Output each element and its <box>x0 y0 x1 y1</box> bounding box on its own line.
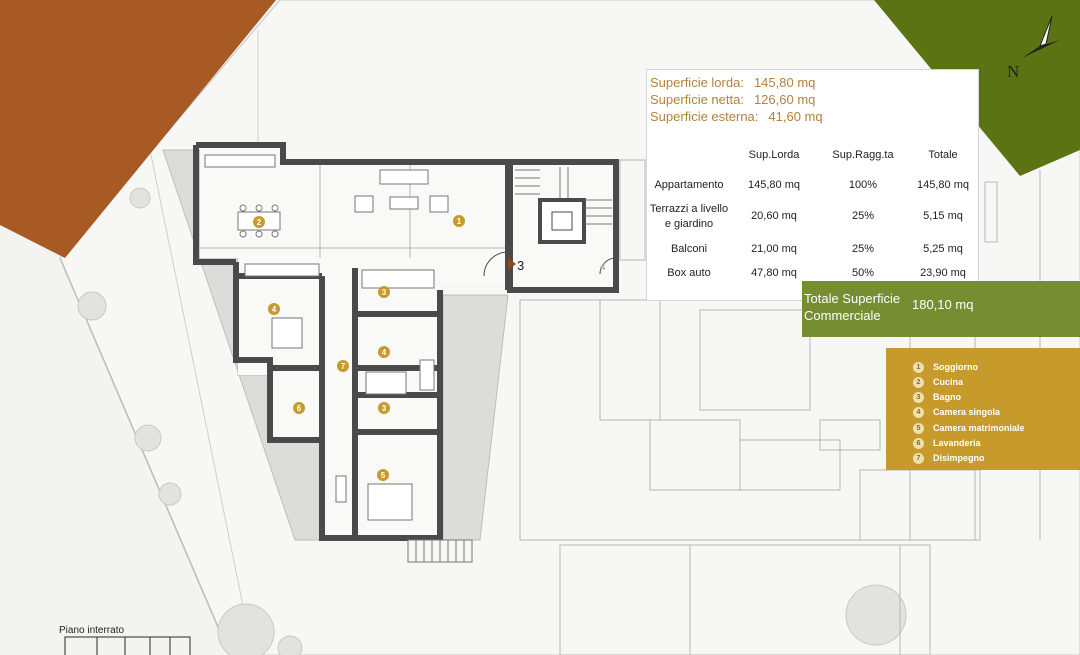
summary-line-external: Superficie esterna:41,60 mq <box>650 109 823 124</box>
row-totale: 5,25 mq <box>923 243 963 255</box>
furniture <box>204 154 449 521</box>
room-marker-number: 6 <box>297 404 302 413</box>
summary-line-gross: Superficie lorda:145,80 mq <box>650 75 816 90</box>
row-lorda: 145,80 mq <box>748 179 800 191</box>
row-totale: 5,15 mq <box>923 210 963 222</box>
header-lorda: Sup.Lorda <box>748 149 800 161</box>
header-totale: Totale <box>928 149 958 161</box>
entry-steps <box>407 539 473 563</box>
room-markers: 1 2 3 3 4 4 5 6 7 <box>253 215 465 481</box>
compass-letter: N <box>1007 62 1020 81</box>
total-commercial-surface: Totale Superficie Commerciale 180,10 mq <box>802 281 1080 337</box>
room-marker <box>378 346 390 358</box>
row-ragg: 25% <box>851 210 875 222</box>
tree-icon <box>129 187 151 209</box>
basement-thumbnail <box>64 636 191 655</box>
row-totale: 145,80 mq <box>917 179 969 191</box>
tree-icon <box>845 584 907 646</box>
stair-core <box>483 159 619 293</box>
summary-line-net: Superficie netta:126,60 mq <box>650 92 816 107</box>
row-ragg: 50% <box>851 267 875 279</box>
room-marker <box>253 216 265 228</box>
room-marker <box>378 286 390 298</box>
room-marker-number: 4 <box>272 305 277 314</box>
stair-label-4: 4 <box>600 262 606 273</box>
row-lorda: 47,80 mq <box>751 267 797 279</box>
header-ragg: Sup.Ragg.ta <box>832 149 894 161</box>
room-marker-number: 7 <box>341 362 346 371</box>
tree-icon <box>277 635 303 655</box>
room-marker-number: 4 <box>382 348 387 357</box>
room-marker-number: 3 <box>382 288 387 297</box>
north-arrow-icon <box>1022 15 1060 58</box>
stair-label-3: 3 <box>517 258 524 273</box>
row-lorda: 20,60 mq <box>751 210 797 222</box>
row-ragg: 100% <box>848 179 878 191</box>
room-marker <box>337 360 349 372</box>
basement-label: Piano interrato <box>59 625 125 636</box>
tree-icon <box>158 482 182 506</box>
room-marker-number: 5 <box>381 471 386 480</box>
row-totale: 23,90 mq <box>920 267 966 279</box>
row-name: Box auto <box>667 267 711 279</box>
tree-icon <box>134 424 162 452</box>
row-ragg: 25% <box>851 243 875 255</box>
tree-icon <box>77 291 107 321</box>
row-name: Terrazzi a livello <box>649 203 729 215</box>
surface-summary-panel: Superficie lorda:145,80 mq Superficie ne… <box>646 69 979 301</box>
row-name: Balconi <box>670 243 708 255</box>
total-value: 180,10 mq <box>912 297 974 312</box>
room-marker-number: 1 <box>457 217 462 226</box>
room-marker <box>377 469 389 481</box>
brown-corner-shape <box>0 0 276 258</box>
room-marker-number: 2 <box>257 218 262 227</box>
context-line <box>59 257 231 655</box>
row-name: e giardino <box>664 218 714 230</box>
row-name: Appartamento <box>654 179 724 191</box>
total-label: Totale Superficie Commerciale <box>804 291 901 323</box>
room-marker <box>378 402 390 414</box>
room-marker-number: 3 <box>382 404 387 413</box>
row-lorda: 21,00 mq <box>751 243 797 255</box>
context-line <box>149 149 251 641</box>
room-marker <box>268 303 280 315</box>
room-marker <box>453 215 465 227</box>
surface-table: Sup.Lorda Sup.Ragg.ta Totale Appartament… <box>647 70 978 300</box>
tree-icon <box>217 603 275 655</box>
room-marker <box>293 402 305 414</box>
